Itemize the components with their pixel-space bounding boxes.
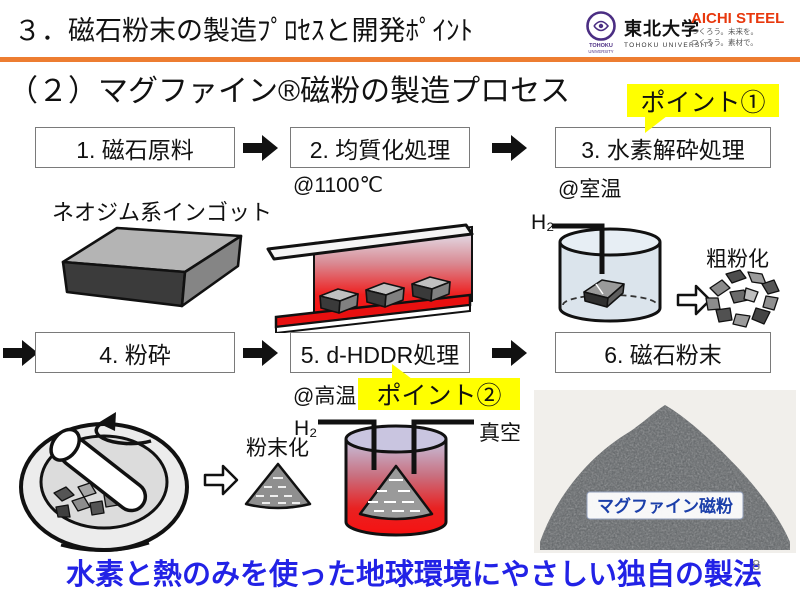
h2-label-room: H₂ — [531, 211, 555, 234]
divider — [0, 57, 800, 62]
svg-text:UNIVERSITY: UNIVERSITY — [588, 49, 613, 54]
hydrogen-vessel-illustration — [552, 223, 662, 323]
tohoku-emblem-icon: TOHOKU UNIVERSITY — [586, 11, 616, 54]
fine-powder-illustration — [244, 462, 312, 510]
h2-label-hot: H₂ — [294, 417, 318, 440]
hollow-arrow-icon — [203, 464, 239, 496]
aichi-steel-logo: AICHI STEEL つくろう。未来を。 つくろう。素材で。 — [691, 10, 784, 48]
aichi-logo-tagline-2: つくろう。素材で。 — [691, 37, 758, 47]
mortar-illustration — [19, 412, 189, 552]
flow-arrow-icon — [243, 135, 278, 161]
process-step-2: 2. 均質化処理 — [290, 127, 470, 168]
tohoku-logo-text: 東北大学 TOHOKU UNIVERSITY — [624, 15, 715, 49]
ingot-illustration — [61, 226, 243, 308]
aichi-logo-tagline-1: つくろう。未来を。 — [691, 27, 759, 36]
point2-callout-tail — [392, 364, 412, 379]
process-step-1: 1. 磁石原料 — [35, 127, 235, 168]
vacuum-label: 真空 — [479, 422, 521, 445]
product-photo: マグファイン磁粉 — [534, 390, 796, 553]
flow-arrow-icon — [492, 135, 527, 161]
point1-callout-tail — [645, 116, 667, 133]
flow-arrow-icon — [243, 340, 278, 366]
tohoku-logo-name-jp: 東北大学 — [624, 19, 700, 39]
page-title: ３．磁石粉末の製造ﾌﾟﾛｾｽと開発ﾎﾟｲﾝﾄ — [14, 16, 473, 46]
furnace-illustration — [266, 223, 474, 333]
step2-condition: @1100℃ — [293, 174, 384, 197]
point2-callout: ポイント② — [358, 378, 520, 410]
product-photo-label: マグファイン磁粉 — [597, 496, 733, 516]
fine-powder-label: 粉末化 — [246, 437, 309, 460]
ingot-label: ネオジム系インゴット — [52, 200, 273, 225]
section-subtitle: （２）マグファイン®磁粉の製造プロセス — [8, 75, 571, 108]
flow-arrow-icon — [492, 340, 527, 366]
footer-message: 水素と熱のみを使った地球環境にやさしい独自の製法 — [66, 559, 763, 591]
svg-text:TOHOKU: TOHOKU — [589, 43, 613, 49]
coarse-powder-label: 粗粉化 — [706, 248, 769, 271]
tohoku-logo-name-en: TOHOKU UNIVERSITY — [624, 42, 715, 49]
flow-arrow-icon — [3, 340, 38, 366]
process-step-4: 4. 粉砕 — [35, 332, 235, 373]
process-step-5: 5. d-HDDR処理 — [290, 332, 470, 373]
step5-condition: @高温 — [293, 385, 357, 408]
point1-callout: ポイント① — [627, 84, 779, 117]
aichi-logo-name: AICHI STEEL — [691, 10, 785, 27]
page-number: 8 — [752, 557, 761, 574]
hollow-arrow-icon — [676, 284, 712, 316]
tohoku-university-logo: TOHOKU UNIVERSITY 東北大学 TOHOKU UNIVERSITY — [582, 9, 715, 55]
process-step-6: 6. 磁石粉末 — [555, 332, 771, 373]
coarse-powder-illustration — [705, 269, 780, 328]
process-step-3: 3. 水素解砕処理 — [555, 127, 771, 168]
step3-condition: @室温 — [558, 178, 622, 201]
dhddr-vessel-illustration — [318, 419, 474, 537]
